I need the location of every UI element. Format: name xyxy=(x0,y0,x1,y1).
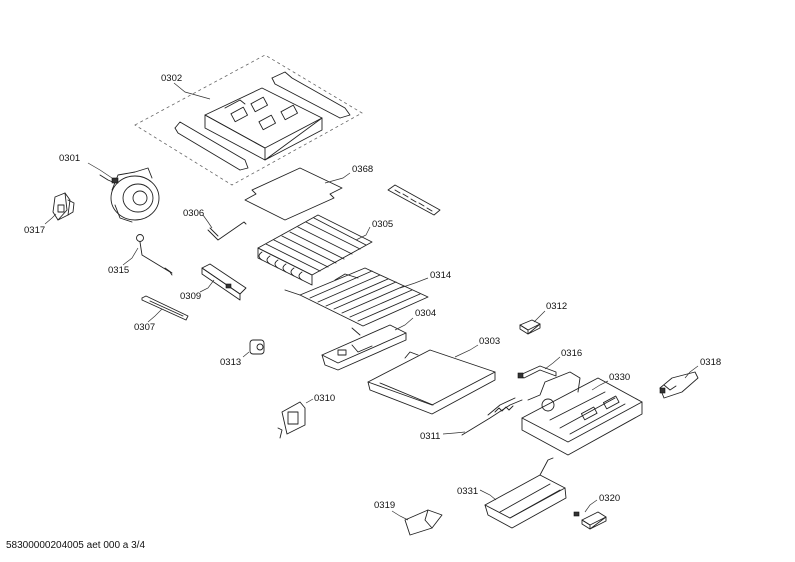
label-0368: 0368 xyxy=(352,164,373,175)
part-0316-drawing xyxy=(517,365,557,379)
part-0318-drawing xyxy=(659,371,699,399)
part-0314-drawing xyxy=(284,267,429,336)
leader-lines xyxy=(44,82,699,521)
part-0315-drawing xyxy=(136,234,173,276)
part-0307-drawing xyxy=(141,295,189,321)
label-0317: 0317 xyxy=(24,225,45,236)
part-0310-drawing xyxy=(277,401,306,439)
label-0320: 0320 xyxy=(599,493,620,504)
part-0309-drawing xyxy=(201,263,247,301)
label-0305: 0305 xyxy=(372,219,393,230)
label-0313: 0313 xyxy=(220,357,241,368)
part-0311-drawing xyxy=(461,397,523,436)
label-0307: 0307 xyxy=(134,322,155,333)
label-0316: 0316 xyxy=(561,348,582,359)
part-0303-drawing xyxy=(367,349,496,415)
label-0306: 0306 xyxy=(183,208,204,219)
part-0302-drawing xyxy=(134,54,363,186)
label-0304: 0304 xyxy=(415,308,436,319)
label-0310: 0310 xyxy=(314,393,335,404)
part-0331-drawing xyxy=(484,457,567,529)
part-0320-drawing xyxy=(573,511,607,530)
label-0312: 0312 xyxy=(546,301,567,312)
connector-strip-drawing xyxy=(387,184,441,216)
part-0301-drawing xyxy=(99,167,160,223)
drawing-reference-footer: 58300000204005 aet 000 a 3/4 xyxy=(6,540,146,551)
part-0368-drawing xyxy=(244,167,343,221)
label-0309: 0309 xyxy=(180,291,201,302)
part-0312-drawing xyxy=(519,319,541,335)
label-0302: 0302 xyxy=(161,73,182,84)
label-0318: 0318 xyxy=(700,357,721,368)
label-0301: 0301 xyxy=(59,153,80,164)
label-0303: 0303 xyxy=(479,336,500,347)
part-0319-drawing xyxy=(404,509,443,536)
label-0315: 0315 xyxy=(108,265,129,276)
part-0306-drawing xyxy=(207,221,247,241)
label-0331: 0331 xyxy=(457,486,478,497)
part-0313-drawing xyxy=(249,339,265,355)
label-0319: 0319 xyxy=(374,500,395,511)
part-labels: 0302 0301 0317 0368 0306 0305 0315 0314 … xyxy=(24,73,721,511)
part-0330-drawing xyxy=(521,371,643,456)
label-0330: 0330 xyxy=(609,372,630,383)
label-0311: 0311 xyxy=(420,431,440,442)
label-0314: 0314 xyxy=(430,270,451,281)
part-0305-drawing xyxy=(257,214,373,286)
part-0317-drawing xyxy=(52,192,75,221)
part-0304-drawing xyxy=(321,324,407,371)
